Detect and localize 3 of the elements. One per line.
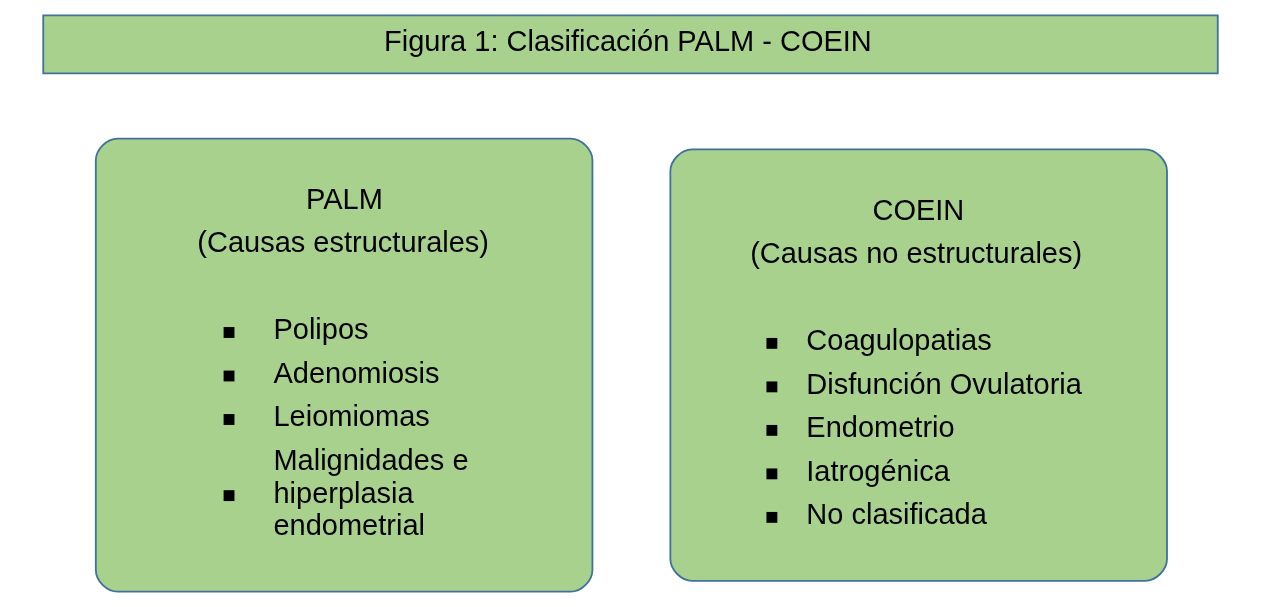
node-box: Figura 1: Clasificación PALM - COEIN	[42, 14, 1219, 75]
node-box: COEIN (Causas no estructurales) Coagulopatias Disfunción Ovulatoria Endometrio Iatrogénica No clasificada	[669, 148, 1168, 582]
node-box: PALM (Causas estructurales) Polipos Adenomiosis Leiomiomas Malignidades e hiperplasia endometrial	[94, 137, 594, 593]
